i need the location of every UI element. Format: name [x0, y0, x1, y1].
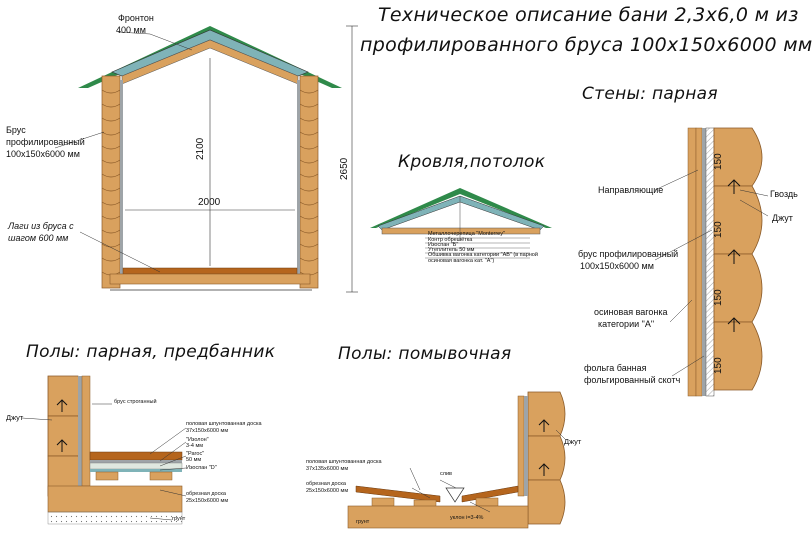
- label-guides: Направляющие: [598, 185, 664, 195]
- label-rags: "Рагос": [186, 451, 205, 457]
- wall-dim-1: 150: [713, 153, 724, 170]
- floor-joists: [109, 273, 311, 285]
- nails: [727, 179, 741, 332]
- roof-section-drawing: [370, 188, 552, 259]
- dim-width: 2000: [198, 197, 221, 208]
- label-beam-1: брус профилированный: [578, 249, 679, 259]
- beam-label-2: профилированный: [6, 137, 85, 147]
- floor-wash-section-drawing: [347, 391, 567, 529]
- label-edged-2: 25х150х6000 мм: [186, 498, 229, 504]
- fronton-size: 400 мм: [116, 25, 146, 35]
- roof-legend-6: осиновая вагонка кат. "А"): [428, 258, 495, 264]
- floor-boards: [122, 267, 298, 275]
- label-board2-1: половая шпунтованная доска: [306, 459, 382, 465]
- dim-height-total: 2650: [339, 157, 350, 180]
- aspen-lining: [687, 127, 697, 397]
- foil-layer: [702, 128, 706, 396]
- floor-steam-title: Полы: парная, предбанник: [26, 342, 276, 362]
- label-nail: Гвоздь: [770, 189, 798, 199]
- label-izospan: Изоспан "D": [186, 465, 217, 471]
- label-jute-floor2: Джут: [564, 437, 582, 446]
- roof-legend-1: Металлочерепица "Monterrey": [428, 231, 505, 237]
- label-aspen-2: категории "А": [598, 319, 655, 329]
- ground-layer: [47, 511, 183, 525]
- drain-funnel: [445, 487, 465, 503]
- label-jute-floor1: Джут: [6, 413, 24, 422]
- wall-dim-2: 150: [713, 221, 724, 238]
- label-planed-beam: брус строганный: [114, 399, 157, 405]
- label-izolon-size: 3-4 мм: [186, 443, 204, 449]
- label-board2-2: 37х135х6000 мм: [306, 466, 349, 472]
- label-foil-1: фольга банная: [584, 363, 647, 373]
- roof-legend-2: Контр обрешётка: [428, 237, 473, 243]
- edged-board-base-2: [347, 505, 529, 529]
- label-aspen-1: осиновая вагонка: [594, 307, 668, 317]
- wall-dim-3: 150: [713, 289, 724, 306]
- dim-height-inner: 2100: [195, 137, 206, 160]
- right-wall-logs: [297, 75, 319, 289]
- roof-legend-5: Обшивка вагонка категории "АВ" (в парной: [428, 252, 538, 258]
- label-foil-2: фольгированный скотч: [584, 375, 681, 385]
- walls-section-drawing: [654, 127, 769, 397]
- label-board-2: 37х150х6000 мм: [186, 428, 229, 434]
- page-title-line2: профилированного бруса 100х150х6000 мм: [360, 34, 812, 56]
- fronton-label: Фронтон: [118, 13, 154, 23]
- label-beam-2: 100х150х6000 мм: [580, 261, 654, 271]
- roof-legend-3: Изоспан "Б": [428, 242, 459, 248]
- label-slope: уклон i=3-4%: [450, 515, 484, 521]
- label-edged2-1: обрезная доска: [306, 481, 346, 487]
- page-title-line1: Техническое описание бани 2,3х6,0 м из: [378, 4, 799, 26]
- edged-board-base: [47, 485, 183, 513]
- front-section-drawing: [54, 25, 358, 293]
- lag-label-1: Лаги из бруса с: [8, 221, 74, 231]
- label-ground-1: грунт: [172, 516, 186, 522]
- label-rags-size: 50 мм: [186, 457, 202, 463]
- label-board-1: половая шпунтованная доска: [186, 421, 262, 427]
- wall-logs-detail: [713, 127, 763, 391]
- label-izolon: "Изолон": [186, 437, 209, 443]
- label-ground-2: грунт: [356, 519, 370, 525]
- wall-dim-4: 150: [713, 357, 724, 374]
- roof-legend-4: Утеплитель 50 мм: [428, 247, 475, 253]
- roof-title: Кровля,потолок: [398, 152, 546, 172]
- wall-guides: [695, 127, 703, 397]
- left-wall-logs: [101, 75, 123, 289]
- beam-label-3: 100х150х6000 мм: [6, 149, 80, 159]
- beam-label-1: Брус: [6, 125, 26, 135]
- floor-steam-section-drawing: [21, 375, 187, 525]
- label-edged-1: обрезная доска: [186, 491, 226, 497]
- label-jute-wall: Джут: [772, 213, 793, 223]
- label-edged2-2: 25х150х6000 мм: [306, 488, 349, 494]
- label-drain: слив: [440, 471, 452, 477]
- floor-board-layer: [89, 451, 183, 461]
- floor-wash-title: Полы: помывочная: [338, 344, 512, 364]
- walls-title: Стены: парная: [582, 84, 718, 104]
- lag-label-2: шагом 600 мм: [8, 233, 69, 243]
